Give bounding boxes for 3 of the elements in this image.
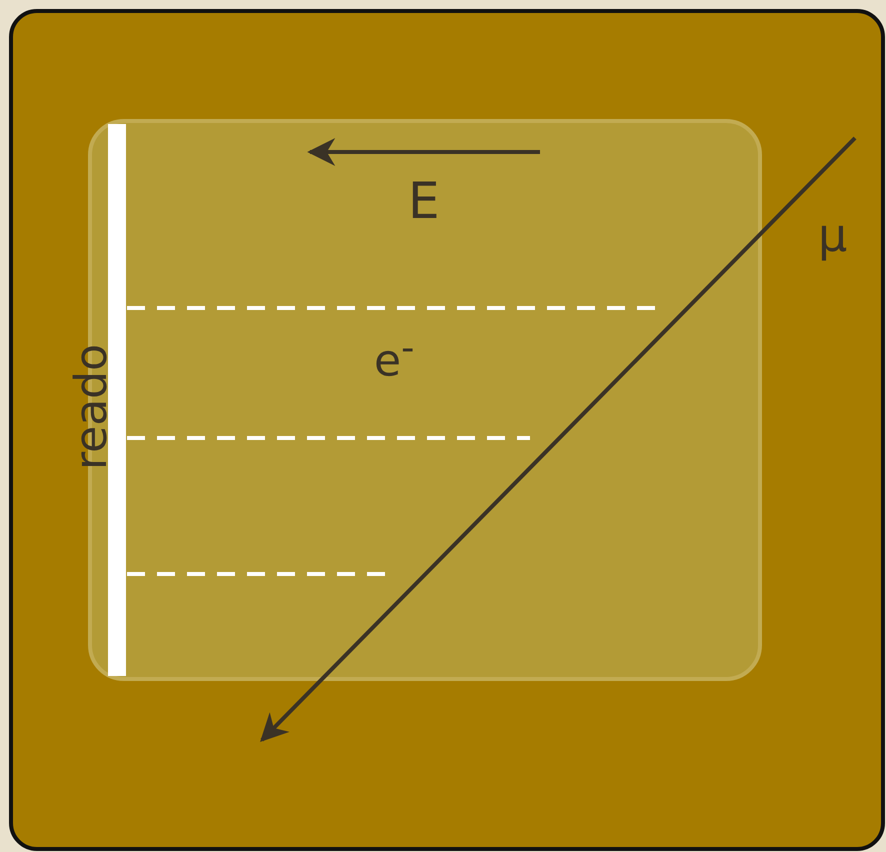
field-label: E: [408, 176, 440, 226]
readout-label: reado: [70, 342, 114, 470]
electron-label: e$^{-}$: [374, 330, 414, 384]
